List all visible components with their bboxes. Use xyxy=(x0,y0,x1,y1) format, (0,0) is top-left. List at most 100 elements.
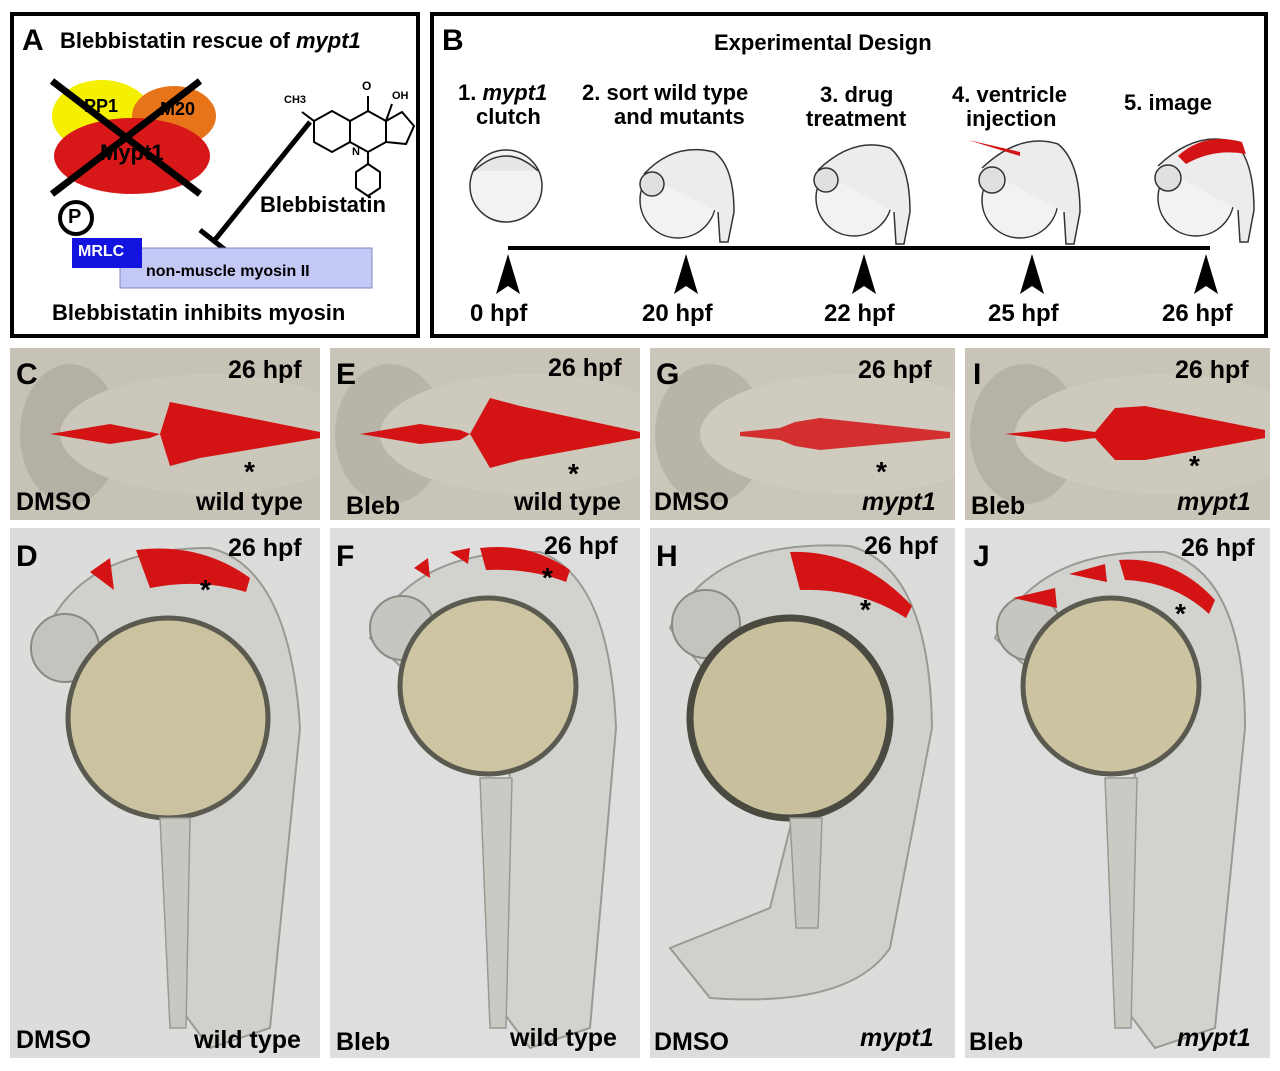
embryo-sketch-3 xyxy=(813,144,911,245)
arrowhead-22 xyxy=(852,254,876,294)
injection-needle xyxy=(968,140,1020,156)
panel-e-genotype: wild type xyxy=(514,488,621,516)
ventricle-dorsal-g xyxy=(740,418,950,450)
panel-h-time: 26 hpf xyxy=(864,532,938,560)
panel-b-letter: B xyxy=(442,24,464,57)
ventricle-lateral-f xyxy=(414,546,570,582)
panel-g-treatment: DMSO xyxy=(654,488,729,516)
panel-i-asterisk: * xyxy=(1189,450,1200,481)
arrowhead-0 xyxy=(496,254,520,294)
panel-c-photo: C 26 hpf * DMSO wild type xyxy=(10,348,320,520)
panel-a-title-gene: mypt1 xyxy=(295,28,361,53)
panel-f-image xyxy=(368,546,618,1050)
panel-c-time: 26 hpf xyxy=(228,356,302,384)
blebbistatin-structure xyxy=(301,96,416,198)
panel-c-asterisk: * xyxy=(244,456,255,487)
embryo-sketch-2 xyxy=(639,148,735,243)
time-22: 22 hpf xyxy=(824,300,895,327)
panel-f-genotype: wild type xyxy=(510,1024,617,1052)
myosin-rect xyxy=(119,247,373,289)
panel-c-letter: C xyxy=(16,358,38,391)
time-26: 26 hpf xyxy=(1162,300,1233,327)
panel-e-asterisk: * xyxy=(568,458,579,489)
panel-c-genotype: wild type xyxy=(196,488,303,516)
mypt1-label: Mypt1 xyxy=(100,140,164,165)
panel-j-genotype: mypt1 xyxy=(1177,1024,1251,1052)
panel-e-letter: E xyxy=(336,358,357,391)
cross-line-2 xyxy=(49,78,203,197)
arrowhead-26 xyxy=(1194,254,1218,294)
panel-j-letter: J xyxy=(973,540,990,573)
panel-d-treatment: DMSO xyxy=(16,1026,91,1054)
panel-a-diagram xyxy=(49,78,416,289)
myosin-label: non-muscle myosin II xyxy=(146,263,310,280)
mrlc-label: MRLC xyxy=(78,243,125,260)
panel-h-photo: H 26 hpf * DMSO mypt1 xyxy=(650,528,955,1058)
panel-i-time: 26 hpf xyxy=(1175,356,1249,384)
panel-a-title: Blebbistatin rescue of mypt1 xyxy=(60,28,361,54)
panel-i-genotype: mypt1 xyxy=(1177,488,1251,516)
panel-d-time: 26 hpf xyxy=(228,534,302,562)
step-3-line2: treatment xyxy=(806,106,907,131)
phospho-label: P xyxy=(68,206,82,228)
panel-a-caption: Blebbistatin inhibits myosin xyxy=(52,300,346,325)
panel-f-photo: F 26 hpf * Bleb wild type xyxy=(330,528,640,1058)
panel-e-photo: E 26 hpf * Bleb wild type xyxy=(330,348,640,520)
step-2-line2: and mutants xyxy=(614,104,745,129)
step-2-line1: 2. sort wild type xyxy=(582,80,749,105)
panel-e-time: 26 hpf xyxy=(548,354,622,382)
panel-g-photo: G 26 hpf * DMSO mypt1 xyxy=(650,348,955,520)
panel-b-title: Experimental Design xyxy=(714,30,932,55)
phospho-circle xyxy=(58,200,94,236)
panel-j-image xyxy=(993,550,1247,1050)
ventricle-lateral-j xyxy=(1013,559,1215,614)
ch3-label: CH3 xyxy=(284,94,307,106)
embryo-sketch-4 xyxy=(978,140,1081,245)
step-4-line1: 4. ventricle xyxy=(952,82,1067,107)
panel-a-title-prefix: Blebbistatin rescue of xyxy=(60,28,290,53)
arrowhead-25 xyxy=(1020,254,1044,294)
step-5-line1: 5. image xyxy=(1124,90,1213,115)
panel-i-image xyxy=(970,364,1270,504)
panel-j-time: 26 hpf xyxy=(1181,534,1255,562)
panel-g-asterisk: * xyxy=(876,456,887,487)
panel-e-image xyxy=(335,364,640,504)
panel-c-treatment: DMSO xyxy=(16,488,91,516)
panel-c-image xyxy=(20,364,320,504)
panel-f-asterisk: * xyxy=(542,562,553,593)
panel-b-box: B Experimental Design 1. mypt1 clutch 2.… xyxy=(430,12,1268,338)
n-label: N xyxy=(352,146,360,158)
panel-a-box: A Blebbistatin rescue of mypt1 PP1 M20 M… xyxy=(10,12,420,338)
time-0: 0 hpf xyxy=(470,300,528,327)
time-25: 25 hpf xyxy=(988,300,1059,327)
ventricle-dorsal-i xyxy=(1005,406,1265,460)
step-1-line2: clutch xyxy=(476,104,541,129)
panel-h-image xyxy=(668,544,934,1001)
ventricle-lateral-d xyxy=(90,548,250,592)
panel-f-letter: F xyxy=(336,540,355,573)
m20-label: M20 xyxy=(160,99,196,119)
panel-h-asterisk: * xyxy=(860,594,871,625)
panel-j-asterisk: * xyxy=(1175,598,1186,629)
panel-d-image xyxy=(30,546,302,1050)
step-1-line1: 1. mypt1 xyxy=(458,80,548,105)
panel-h-genotype: mypt1 xyxy=(860,1024,934,1052)
panel-j-photo: J 26 hpf * Bleb mypt1 xyxy=(965,528,1270,1058)
arrowhead-20 xyxy=(674,254,698,294)
time-20: 20 hpf xyxy=(642,300,713,327)
blebbistatin-label: Blebbistatin xyxy=(260,192,386,217)
panel-j-treatment: Bleb xyxy=(969,1028,1024,1056)
panel-i-treatment: Bleb xyxy=(971,492,1026,520)
panel-d-photo: D 26 hpf * DMSO wild type xyxy=(10,528,320,1058)
embryo-sketch-1-cap xyxy=(473,155,539,172)
panel-g-image xyxy=(655,364,955,504)
step-4-line2: injection xyxy=(966,106,1057,131)
panel-g-genotype: mypt1 xyxy=(862,488,936,516)
panel-g-time: 26 hpf xyxy=(858,356,932,384)
panel-e-treatment: Bleb xyxy=(346,492,401,520)
ventricle-dorsal-c xyxy=(50,402,320,466)
ventricle-fill-sketch-5 xyxy=(1178,139,1246,164)
panel-a-letter: A xyxy=(22,24,44,57)
panel-d-asterisk: * xyxy=(200,574,211,605)
panel-i-letter: I xyxy=(973,358,982,391)
